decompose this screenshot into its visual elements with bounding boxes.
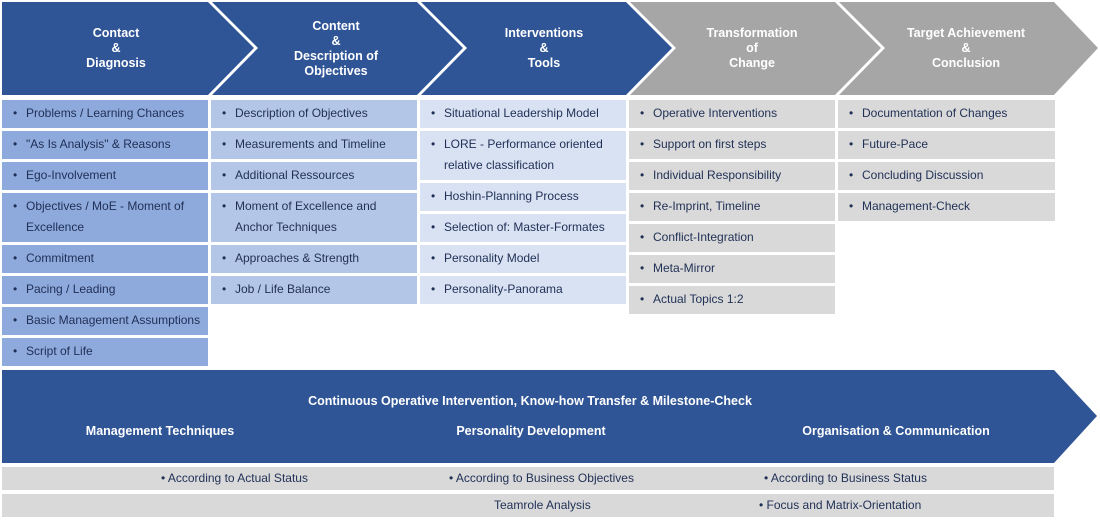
phase-label-3: Interventions&Tools [504, 26, 584, 70]
list-item: Personality-Panorama [420, 276, 626, 304]
list-item: Ego-Involvement [2, 162, 208, 190]
bottom-item: • According to Business Status [764, 471, 927, 485]
list-item: Re-Imprint, Timeline [629, 193, 835, 221]
phase-chevron-5 [839, 2, 1098, 95]
phase-chevron-3 [421, 2, 672, 95]
list-item: "As Is Analysis" & Reasons [2, 131, 208, 159]
list-item: Management-Check [838, 193, 1055, 221]
list-item: LORE - Performance oriented relative cla… [420, 131, 626, 180]
list-item: Moment of Excellence and Anchor Techniqu… [211, 193, 417, 242]
list-item: Support on first steps [629, 131, 835, 159]
banner-arrow [2, 370, 1097, 463]
bottom-row-1: • According to Actual Status • According… [2, 467, 1054, 490]
phase-label-1: Contact&Diagnosis [86, 26, 146, 70]
list-item: Pacing / Leading [2, 276, 208, 304]
column-content-objectives: Description of Objectives Measurements a… [211, 100, 417, 307]
list-item: Basic Management Assumptions [2, 307, 208, 335]
list-item: Meta-Mirror [629, 255, 835, 283]
bottom-row-2: Teamrole Analysis • Focus and Matrix-Ori… [2, 494, 1054, 517]
column-transformation-change: Operative Interventions Support on first… [629, 100, 835, 317]
column-interventions-tools: Situational Leadership Model LORE - Perf… [420, 100, 626, 307]
list-item: Future-Pace [838, 131, 1055, 159]
list-item: Actual Topics 1:2 [629, 286, 835, 314]
list-item: Operative Interventions [629, 100, 835, 128]
banner-title: Continuous Operative Intervention, Know-… [308, 394, 752, 408]
phase-chevron-2 [212, 2, 463, 95]
phase-chevron-1 [2, 2, 254, 95]
list-item: Conflict-Integration [629, 224, 835, 252]
list-item: Script of Life [2, 338, 208, 366]
list-item: Documentation of Changes [838, 100, 1055, 128]
bottom-item: • Focus and Matrix-Orientation [759, 498, 922, 512]
list-item: Measurements and Timeline [211, 131, 417, 159]
list-item: Objectives / MoE - Moment of Excellence [2, 193, 208, 242]
list-item: Commitment [2, 245, 208, 273]
list-item: Problems / Learning Chances [2, 100, 208, 128]
list-item: Selection of: Master-Formates [420, 214, 626, 242]
banner-section-personality: Personality Development [456, 424, 606, 438]
banner-section-management: Management Techniques [85, 424, 235, 438]
list-item: Approaches & Strength [211, 245, 417, 273]
banner-section-organisation: Organisation & Communication [802, 424, 990, 438]
phase-label-5: Target Achievement&Conclusion [906, 26, 1026, 70]
list-item: Personality Model [420, 245, 626, 273]
list-item: Concluding Discussion [838, 162, 1055, 190]
list-item: Hoshin-Planning Process [420, 183, 626, 211]
bottom-item: • According to Business Objectives [449, 471, 634, 485]
bottom-item: • According to Actual Status [161, 471, 308, 485]
column-contact-diagnosis: Problems / Learning Chances "As Is Analy… [2, 100, 208, 369]
list-item: Job / Life Balance [211, 276, 417, 304]
list-item: Additional Ressources [211, 162, 417, 190]
list-item: Individual Responsibility [629, 162, 835, 190]
phase-chevron-4 [630, 2, 881, 95]
list-item: Description of Objectives [211, 100, 417, 128]
bottom-item: Teamrole Analysis [494, 498, 591, 512]
list-item: Situational Leadership Model [420, 100, 626, 128]
column-target-conclusion: Documentation of Changes Future-Pace Con… [838, 100, 1055, 224]
